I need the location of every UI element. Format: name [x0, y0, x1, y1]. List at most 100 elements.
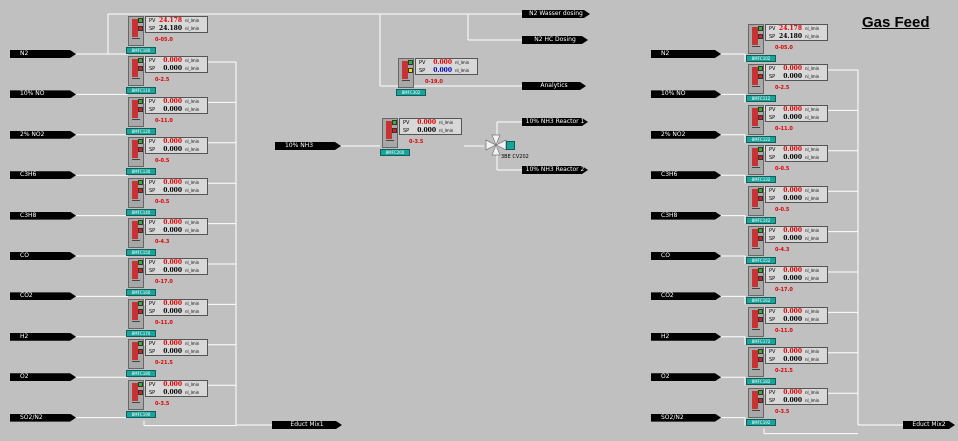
mfc-device-icon[interactable]	[128, 137, 144, 168]
sp-value[interactable]: 0.000	[163, 388, 182, 396]
mfc-device-icon[interactable]	[748, 347, 764, 378]
mfc-device-icon[interactable]	[748, 226, 764, 256]
sp-label: SP	[769, 74, 776, 81]
mfc-id-label[interactable]: 8MFC192	[746, 418, 776, 426]
control-valve-icon[interactable]	[484, 133, 515, 157]
mfc-id-label[interactable]: 8MFC180	[126, 47, 156, 54]
sp-value[interactable]: 0.000	[783, 275, 802, 283]
mfc-id-label[interactable]: 8MFC162	[746, 297, 776, 305]
mfc-id-label[interactable]: 8MFC200	[380, 149, 410, 156]
pv-unit: nl_lmin	[805, 268, 820, 274]
mfc-device-icon[interactable]	[128, 339, 144, 370]
mfc-id-label[interactable]: 8MFC170	[126, 329, 156, 337]
mfc-id-label[interactable]: 8MFC132	[746, 176, 776, 184]
sp-value[interactable]: 0.000	[163, 267, 182, 275]
pv-unit: nl_lmin	[455, 60, 470, 65]
mfc-id-label[interactable]: 8MFC130	[126, 168, 156, 176]
mfc-device-icon[interactable]	[748, 64, 764, 95]
mfc-device-icon[interactable]	[128, 298, 144, 329]
sp-value[interactable]: 0.000	[163, 186, 182, 194]
sp-value[interactable]: 0.000	[163, 65, 182, 73]
sp-value[interactable]: 0.000	[783, 154, 802, 162]
sp-value[interactable]: 24.180	[779, 33, 802, 40]
sp-value[interactable]: 0.000	[163, 146, 182, 154]
mfc-stand-icon	[752, 86, 760, 92]
mfc-id-label[interactable]: 8MFC172	[746, 337, 776, 345]
mfc-device-icon[interactable]	[748, 387, 764, 418]
sp-value[interactable]: 24.180	[159, 25, 182, 32]
mfc-id-label[interactable]: 8MFC150	[126, 249, 156, 256]
mfc-id-label[interactable]: 8MFC180	[126, 370, 156, 378]
outlet-hc-tag: N2 HC Dosing	[522, 36, 588, 44]
mfc-id-label[interactable]: 8MFC112	[746, 95, 776, 103]
mfc-id-label[interactable]: 8MFC122	[746, 135, 776, 143]
mfc-device-icon[interactable]	[128, 16, 144, 46]
mfc-id-label[interactable]: 8MFC182	[746, 378, 776, 386]
sp-value[interactable]: 0.000	[163, 307, 182, 315]
mfc-device-icon[interactable]	[398, 58, 414, 88]
mfc-range: 0-3.5	[409, 139, 424, 145]
mfc-device-icon[interactable]	[748, 104, 764, 135]
mfc-id-label[interactable]: 8MFC120	[126, 127, 156, 135]
mfc-device-icon[interactable]	[128, 258, 144, 289]
sp-value[interactable]: 0.000	[783, 235, 802, 242]
alarm-lamp-icon	[138, 228, 143, 233]
sp-value[interactable]: 0.000	[433, 67, 452, 74]
mfc-body-icon	[132, 99, 138, 118]
mfc-id-label[interactable]: 8MFC152	[746, 257, 776, 264]
mfc-device-icon[interactable]	[748, 145, 764, 176]
mfc-id-label[interactable]: 8MFC142	[746, 216, 776, 224]
sp-value[interactable]: 0.000	[783, 194, 802, 202]
sp-value[interactable]: 0.000	[783, 396, 802, 404]
sp-value[interactable]: 0.000	[783, 356, 802, 364]
sp-value[interactable]: 0.000	[163, 227, 182, 234]
mfc-id-label[interactable]: 8MFC110	[126, 87, 156, 95]
gas-source-tag: 2% NO2	[10, 131, 76, 139]
sp-value[interactable]: 0.000	[163, 105, 182, 113]
mfc-device-icon[interactable]	[748, 306, 764, 337]
status-lamp-icon	[392, 120, 397, 125]
mfc-device-icon[interactable]	[748, 266, 764, 297]
mfc-id-label[interactable]: 8MFC302	[396, 89, 426, 96]
sp-value[interactable]: 0.000	[783, 113, 802, 121]
mfc-device-icon[interactable]	[128, 218, 144, 248]
mfc-device-icon[interactable]	[382, 118, 398, 148]
mfc-device-icon[interactable]	[748, 185, 764, 216]
mfc-device-icon[interactable]	[128, 56, 144, 87]
mfc-id-label[interactable]: 8MFC190	[126, 410, 156, 418]
mfc-id-label[interactable]: 8MFC160	[126, 289, 156, 297]
sp-value[interactable]: 0.000	[783, 315, 802, 323]
mfc-device-icon[interactable]	[128, 96, 144, 127]
mfc-id-label[interactable]: 8MFC102	[746, 55, 776, 62]
sp-value[interactable]: 0.000	[417, 127, 436, 134]
pv-unit: nl_lmin	[805, 147, 820, 153]
mfc-device-icon[interactable]	[128, 379, 144, 410]
sp-value[interactable]: 0.000	[163, 348, 182, 356]
mfc-device-icon[interactable]	[128, 177, 144, 208]
mfc-id-label[interactable]: 8MFC140	[126, 208, 156, 216]
mfc-device-icon[interactable]	[748, 24, 764, 54]
sp-value[interactable]: 0.000	[783, 73, 802, 81]
